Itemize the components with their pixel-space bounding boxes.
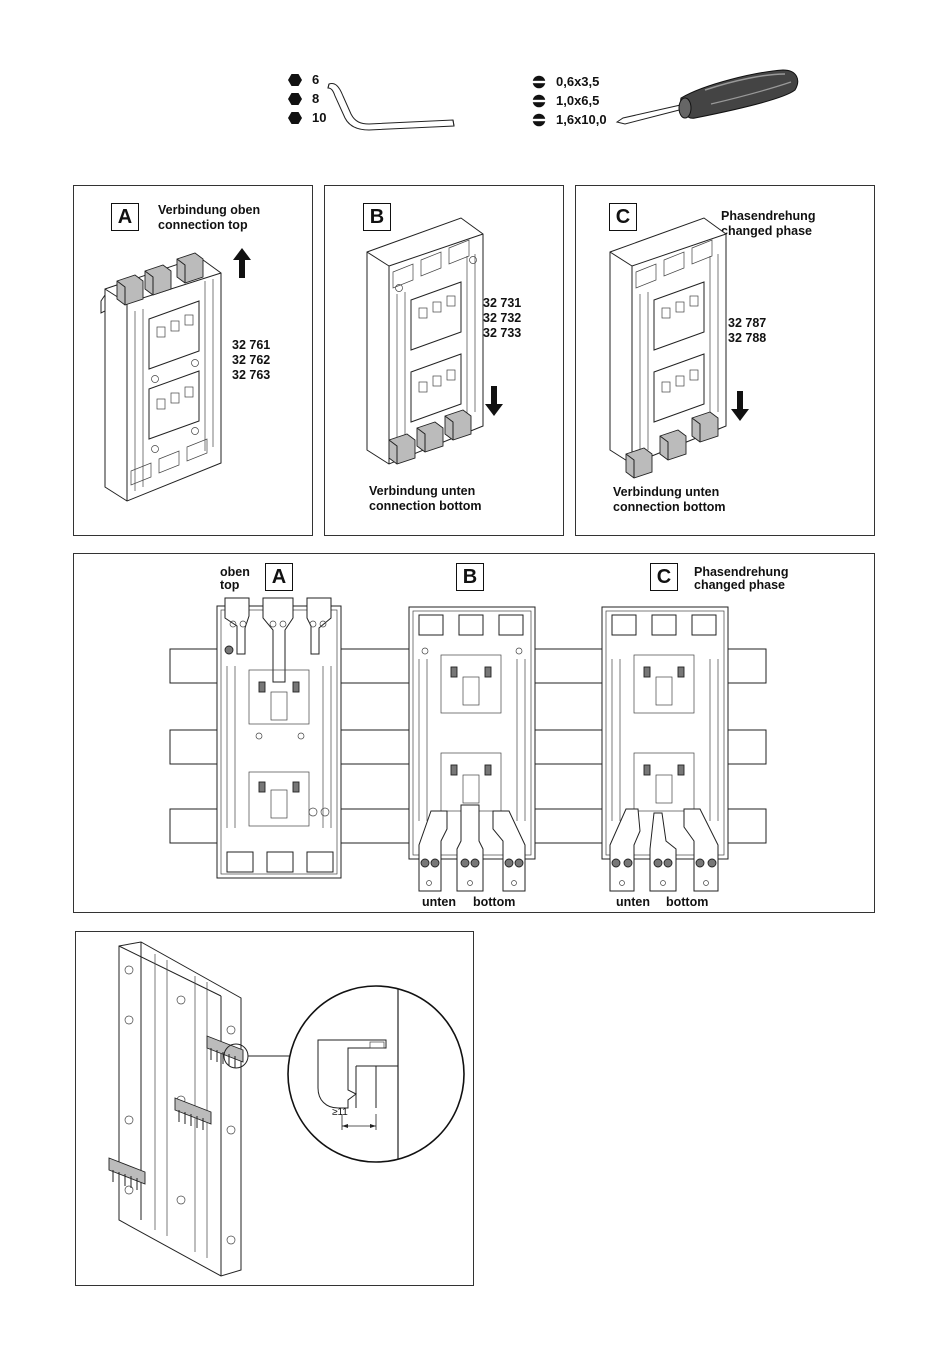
title-line2: changed phase: [721, 224, 812, 239]
title-line1: Phasendrehung: [721, 209, 815, 224]
part-number: 32 761: [232, 338, 270, 353]
screwdriver-size-row: 0,6x3,5: [532, 72, 607, 91]
badge-b: B: [456, 563, 484, 591]
adapter-c-front: [600, 605, 732, 895]
magnified-detail-illustration: [286, 984, 466, 1164]
panel-b-connection-bottom: B 32 731 32 732 32 733 Verbindung unten …: [324, 185, 564, 536]
hex-size-label: 8: [312, 89, 319, 108]
part-number: 32 762: [232, 353, 270, 368]
label-bottom: bottom: [473, 895, 515, 910]
hex-key-sizes: 6 8 10: [288, 70, 326, 127]
title-line2: changed phase: [694, 578, 785, 593]
badge-c: C: [650, 563, 678, 591]
bottom-line1: Verbindung unten: [613, 485, 719, 500]
part-number: 32 733: [483, 326, 521, 341]
part-number: 32 731: [483, 296, 521, 311]
arrow-up-icon: [233, 248, 251, 278]
title-line1: Verbindung oben: [158, 203, 260, 218]
badge-a: A: [111, 203, 139, 231]
adapter-iso-detail-illustration: [101, 940, 251, 1280]
dimension-label: ≥11: [332, 1107, 348, 1118]
detail-panel: ≥11: [75, 931, 474, 1286]
busbar-adapter-illustration: [361, 204, 486, 479]
screwdriver-size-label: 1,0x6,5: [556, 91, 599, 110]
busbar-adapter-illustration: [99, 251, 224, 516]
part-number: 32 788: [728, 331, 766, 346]
hexagon-icon: [288, 111, 302, 125]
panel-a-connection-top: A Verbindung oben connection top 32 761 …: [73, 185, 313, 536]
hex-size-row: 6: [288, 70, 326, 89]
part-number: 32 732: [483, 311, 521, 326]
screwdriver-size-label: 0,6x3,5: [556, 72, 599, 91]
label-unten: unten: [422, 895, 456, 910]
part-number: 32 787: [728, 316, 766, 331]
adapter-a-front: [215, 596, 345, 882]
bottom-line2: connection bottom: [613, 500, 726, 515]
screwdriver-sizes: 0,6x3,5 1,0x6,5 1,6x10,0: [532, 72, 607, 129]
screwdriver-size-row: 1,0x6,5: [532, 91, 607, 110]
label-unten: unten: [616, 895, 650, 910]
screwdriver-size-row: 1,6x10,0: [532, 110, 607, 129]
slotted-screw-icon: [532, 113, 546, 127]
panel-c-changed-phase: C Phasendrehung changed phase 32 787 32 …: [575, 185, 875, 536]
hex-size-row: 8: [288, 89, 326, 108]
slotted-screw-icon: [532, 94, 546, 108]
badge-a: A: [265, 563, 293, 591]
hexagon-icon: [288, 92, 302, 106]
hex-size-row: 10: [288, 108, 326, 127]
hexagon-icon: [288, 73, 302, 87]
screwdriver-size-label: 1,6x10,0: [556, 110, 607, 129]
label-top: top: [220, 578, 239, 593]
slotted-screw-icon: [532, 75, 546, 89]
title-line2: connection top: [158, 218, 248, 233]
hex-size-label: 6: [312, 70, 319, 89]
hex-key-icon: [325, 80, 460, 135]
bottom-line2: connection bottom: [369, 499, 482, 514]
label-bottom: bottom: [666, 895, 708, 910]
arrow-down-icon: [485, 386, 503, 416]
bottom-line1: Verbindung unten: [369, 484, 475, 499]
part-number: 32 763: [232, 368, 270, 383]
screwdriver-icon: [615, 68, 800, 130]
adapter-b-front: [407, 605, 539, 895]
front-view-panel: oben top A B unten bottom: [73, 553, 875, 913]
busbar-adapter-illustration: [604, 204, 729, 484]
arrow-down-icon: [731, 391, 749, 421]
